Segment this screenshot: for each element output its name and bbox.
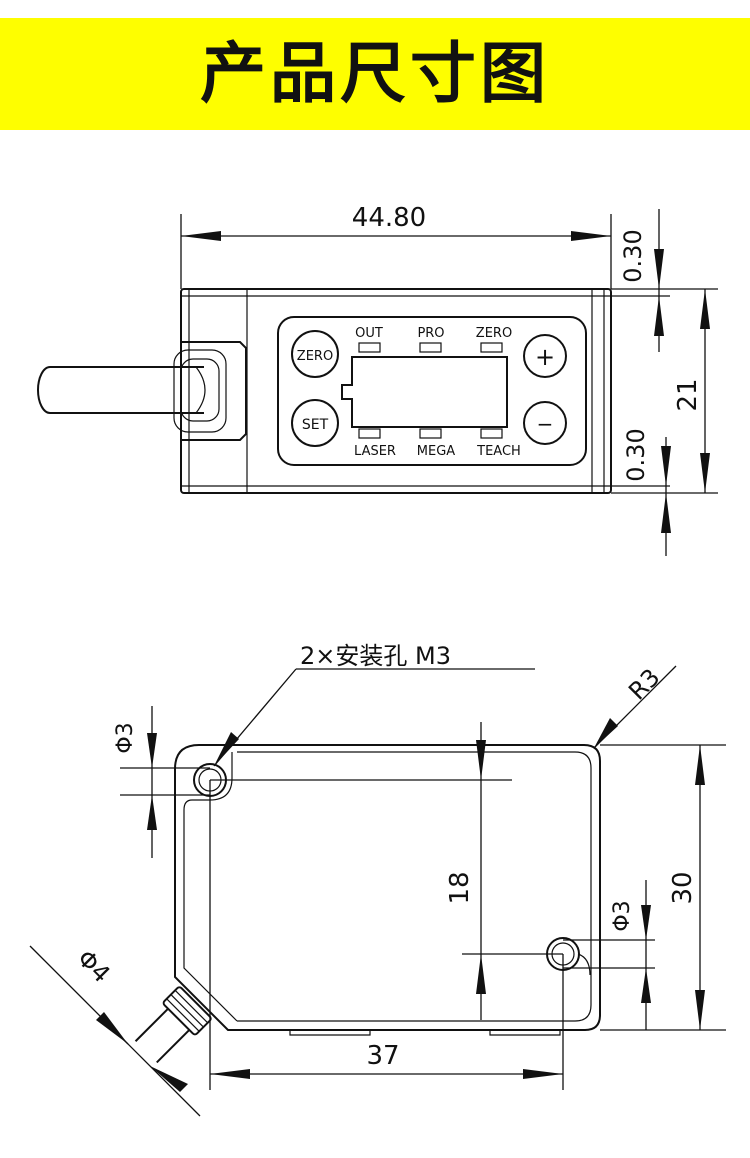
back-cable-edge (134, 1008, 169, 1042)
radius-label: R3 (623, 663, 665, 705)
dimension-arrow (661, 446, 671, 486)
dimension-arrow (210, 1069, 250, 1079)
gland-line (174, 989, 209, 1024)
cable-dia-label: Φ4 (72, 944, 116, 988)
back-inner-rim (237, 751, 592, 1022)
dimension-arrow (695, 990, 705, 1030)
dimension-arrow (661, 493, 671, 533)
hole-spacing-h-label: 37 (366, 1041, 399, 1071)
dimension-arrow (641, 905, 651, 940)
dimension-arrow (181, 231, 221, 241)
dimension-gap-top-label: 0.30 (619, 229, 647, 282)
dimension-gap-bottom-label: 0.30 (622, 428, 650, 481)
mounting-hole-callout: 2×安装孔 M3 (300, 642, 451, 670)
dimension-width-label: 44.80 (352, 203, 426, 233)
dimension-arrow (150, 1066, 188, 1092)
indicator-label-zero: ZERO (476, 326, 512, 341)
control-panel (277, 316, 587, 466)
indicator-led-zero (480, 342, 503, 353)
indicator-label-pro: PRO (417, 326, 444, 341)
dimension-arrow (476, 954, 486, 994)
indicator-led-mega (419, 428, 442, 439)
back-body-outline (174, 744, 601, 1031)
cable-gland-inner (180, 358, 220, 422)
dimension-arrow (641, 968, 651, 1003)
dimension-arrow (700, 289, 710, 329)
indicator-label-teach: TEACH (476, 444, 521, 459)
dimension-arrow (523, 1069, 563, 1079)
cable-gland (173, 349, 227, 433)
gland-line (170, 994, 204, 1028)
zero-button-label: ZERO (297, 349, 333, 364)
back-feet (289, 1030, 561, 1036)
indicator-led-teach (480, 428, 503, 439)
set-button-label: SET (302, 417, 329, 433)
dimension-arrow (695, 745, 705, 785)
indicator-led-pro (419, 342, 442, 353)
plus-button[interactable] (523, 334, 567, 378)
back-inner-rim-left (183, 752, 238, 1022)
hole-left-dia-label: Φ3 (113, 722, 138, 753)
hole-boss-edge (577, 953, 591, 976)
indicator-label-laser: LASER (354, 444, 396, 459)
back-view: 2×安装孔 M3 R3 Φ3 18 30 Φ3 (29, 642, 726, 1117)
page-title: 产品尺寸图 (200, 35, 550, 112)
dimension-arrow (571, 231, 611, 241)
dimension-arrow (654, 296, 664, 336)
indicator-led-laser (358, 428, 381, 439)
dimension-arrow (147, 795, 157, 830)
cable-connector-housing (181, 341, 247, 441)
front-view: ZERO SET + − OUT PRO ZERO LASER MEGA TEA… (37, 203, 718, 556)
callout-arrow (214, 732, 239, 766)
hole-spacing-v-label: 18 (445, 871, 475, 904)
title-banner: 产品尺寸图 (0, 18, 750, 130)
minus-button[interactable] (523, 401, 567, 445)
back-cable-group (134, 986, 212, 1064)
indicator-label-out: OUT (355, 326, 383, 341)
indicator-led-out (358, 342, 381, 353)
back-cable-gland (162, 986, 212, 1036)
dimension-arrow (147, 733, 157, 768)
dimension-arrow (700, 453, 710, 493)
display-window (341, 356, 508, 428)
dimension-arrow (96, 1012, 128, 1044)
set-button[interactable] (291, 399, 339, 447)
dimension-height-label: 21 (673, 378, 703, 411)
hole-right-dia-label: Φ3 (610, 900, 635, 931)
gland-line (166, 998, 200, 1032)
back-height-label: 30 (668, 871, 698, 904)
zero-button[interactable] (291, 330, 339, 378)
dimension-arrow (654, 249, 664, 289)
radius-arrow (594, 718, 618, 748)
minus-button-label: − (537, 412, 554, 436)
dimension-arrow (476, 740, 486, 780)
back-cable-edge (156, 1029, 191, 1064)
indicator-label-mega: MEGA (417, 444, 456, 459)
cable-end-curve (195, 366, 206, 414)
plus-button-label: + (535, 343, 555, 371)
cable (37, 366, 204, 414)
